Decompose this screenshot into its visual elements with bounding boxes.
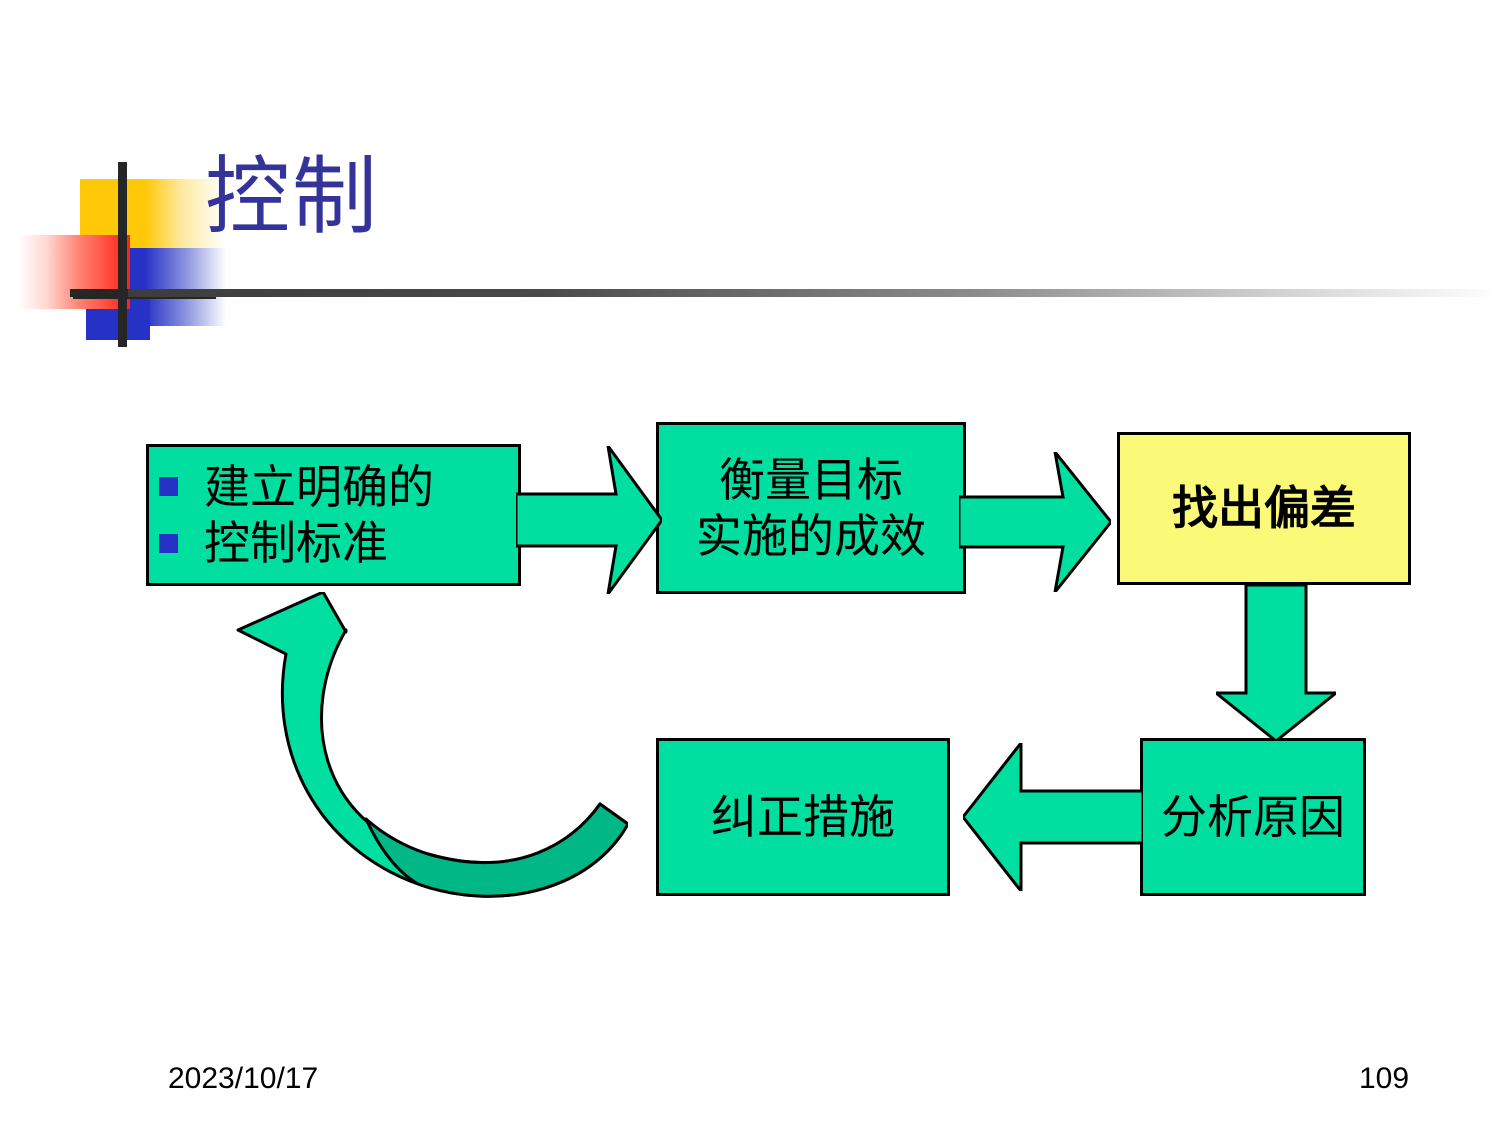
- flow-arrow-left-analyze-to-corrective: [963, 743, 1143, 891]
- bullet-line: 建立明确的: [159, 459, 434, 515]
- flow-arrow-right-measure-to-deviation: [959, 452, 1111, 592]
- flow-node-standards-line-2: 控制标准: [204, 516, 388, 570]
- title-rule: [128, 289, 1500, 297]
- logo-cross-vertical-bar: [118, 162, 127, 347]
- square-bullet-icon: [159, 533, 178, 553]
- footer-page-number: 109: [1359, 1062, 1410, 1095]
- flow-node-deviation-label: 找出偏差: [1172, 481, 1356, 536]
- flow-node-corrective[interactable]: 纠正措施: [656, 738, 950, 896]
- flow-node-analyze[interactable]: 分析原因: [1140, 738, 1366, 896]
- flow-node-measure[interactable]: 衡量目标 实施的成效: [656, 422, 966, 594]
- flow-node-measure-line-1: 衡量目标: [719, 452, 903, 507]
- footer-date: 2023/10/17: [168, 1062, 319, 1095]
- page-title: 控制: [205, 148, 380, 247]
- flow-arrow-right-standards-to-measure: [516, 446, 662, 594]
- flow-node-analyze-label: 分析原因: [1161, 789, 1345, 844]
- flow-node-measure-line-2: 实施的成效: [696, 509, 926, 563]
- flow-arrow-down-deviation-to-analyze: [1216, 585, 1336, 741]
- flow-node-corrective-label: 纠正措施: [711, 789, 895, 844]
- flow-node-deviation[interactable]: 找出偏差: [1117, 432, 1411, 585]
- title-rule-left-cap: [70, 289, 130, 297]
- square-bullet-icon: [159, 477, 178, 497]
- flow-node-standards-line-1: 建立明确的: [204, 459, 434, 514]
- flow-node-standards[interactable]: 建立明确的 控制标准: [146, 444, 521, 586]
- decorative-logo: [18, 150, 228, 350]
- flow-arrow-curved-corrective-to-standards: [236, 592, 628, 898]
- bullet-line: 控制标准: [159, 515, 388, 571]
